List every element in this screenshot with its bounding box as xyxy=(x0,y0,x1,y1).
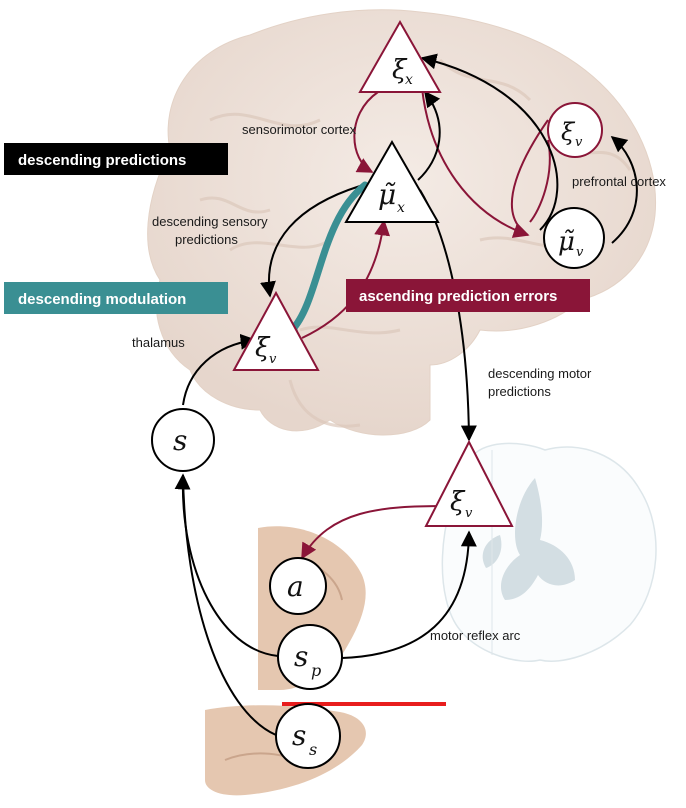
node-mu-x-base: μ̃ xyxy=(378,178,396,211)
node-s-p-sub: p xyxy=(311,661,321,680)
node-xi-v-thalamus: ξ v xyxy=(232,290,320,371)
node-a: a xyxy=(269,557,327,615)
ascending-error-edges xyxy=(301,87,551,560)
node-s-p: s p xyxy=(277,624,343,690)
banner-ascending-prediction-errors: ascending prediction errors xyxy=(346,279,590,312)
node-xi-x: ξ x xyxy=(358,19,442,93)
label-descending-sensory-2: predictions xyxy=(175,232,238,247)
label-descending-motor-2: predictions xyxy=(488,384,551,399)
node-xi-v-prefrontal-sub: v xyxy=(575,135,583,150)
node-xi-v-prefrontal: ξ v xyxy=(547,102,603,158)
banner-descending-predictions: descending predictions xyxy=(4,143,228,175)
node-mu-x-sub: x xyxy=(397,200,405,216)
label-descending-motor-1: descending motor xyxy=(488,366,592,381)
banner-descending-modulation-text: descending modulation xyxy=(18,291,186,308)
node-xi-v-spinal-sub: v xyxy=(465,506,473,521)
banner-ascending-prediction-errors-text: ascending prediction errors xyxy=(359,288,557,305)
label-descending-sensory-1: descending sensory xyxy=(152,214,268,229)
node-s-s-base: s xyxy=(292,719,306,752)
node-a-base: a xyxy=(287,570,304,603)
node-xi-v-spinal: ξ v xyxy=(424,439,514,527)
label-motor-reflex-arc: motor reflex arc xyxy=(430,628,521,643)
node-xi-x-sub: x xyxy=(405,72,413,88)
node-xi-v-prefrontal-base: ξ xyxy=(561,118,576,146)
label-sensorimotor-cortex: sensorimotor cortex xyxy=(242,122,357,137)
node-xi-v-thalamus-sub: v xyxy=(269,352,277,367)
node-xi-x-base: ξ xyxy=(392,55,408,85)
label-thalamus: thalamus xyxy=(132,335,185,350)
node-mu-v-sub: v xyxy=(576,245,584,260)
node-s: s xyxy=(151,408,215,472)
node-xi-v-thalamus-base: ξ xyxy=(255,333,271,363)
banner-descending-modulation: descending modulation xyxy=(4,282,228,314)
node-s-p-base: s xyxy=(294,640,308,673)
label-prefrontal-cortex: prefrontal cortex xyxy=(572,174,666,189)
node-s-base: s xyxy=(173,424,187,457)
node-mu-v: μ̃ v xyxy=(543,207,605,269)
banner-descending-predictions-text: descending predictions xyxy=(18,152,186,169)
node-s-s: s s xyxy=(275,703,341,769)
node-xi-v-spinal-base: ξ xyxy=(450,487,466,517)
node-mu-x: μ̃ x xyxy=(344,139,440,223)
node-mu-v-base: μ̃ xyxy=(558,227,575,257)
node-s-s-sub: s xyxy=(309,740,317,759)
